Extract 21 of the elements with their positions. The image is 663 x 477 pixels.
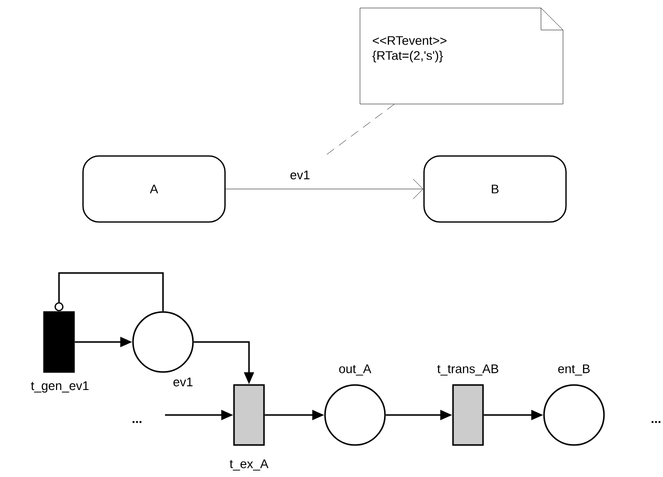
node-label: t_gen_ev1	[31, 381, 89, 393]
edge-label: ev1	[290, 170, 310, 180]
place-circle	[132, 311, 194, 373]
transition-bar	[43, 311, 75, 373]
note: <<RTevent>> {RTat=(2,'s')}	[360, 8, 564, 104]
ellipsis-label: ...	[652, 421, 660, 423]
arrow	[225, 178, 424, 200]
place-circle	[543, 384, 605, 446]
inhibitor-arc	[54, 272, 164, 312]
ellipsis-label: ...	[132, 421, 142, 423]
state-box: A	[82, 155, 226, 223]
node-label: t_trans_AB	[437, 364, 498, 376]
transition-bar	[233, 384, 265, 446]
transition-bar	[452, 384, 484, 446]
place-circle	[324, 384, 386, 446]
leader-line	[322, 104, 394, 158]
node-label: out_A	[339, 364, 372, 376]
state-box: B	[423, 155, 567, 223]
node-label: ent_B	[558, 364, 590, 376]
node-label: t_ex_A	[230, 459, 268, 471]
node-label: ev1	[173, 378, 192, 386]
